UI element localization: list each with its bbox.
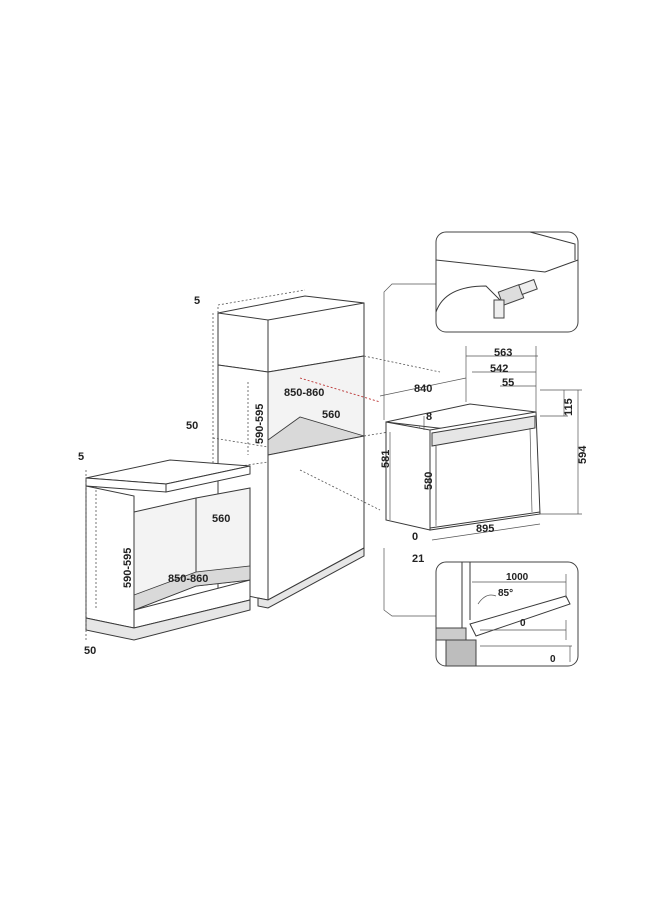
door-detail bbox=[435, 561, 579, 667]
dim-tall-cavity-height: 590-595 bbox=[254, 404, 266, 444]
dim-base-top-offset: 5 bbox=[78, 451, 84, 463]
dim-oven-panel-height: 115 bbox=[563, 398, 575, 416]
dim-door-gap-0b: 0 bbox=[550, 654, 556, 665]
dim-door-clearance: 1000 bbox=[506, 572, 529, 583]
dim-tall-cavity-width: 850-860 bbox=[284, 387, 324, 399]
dim-oven-side-height: 581 bbox=[380, 450, 392, 468]
dim-door-gap-0a: 0 bbox=[520, 618, 526, 629]
dim-tall-top-offset: 5 bbox=[194, 295, 200, 307]
base-cabinet bbox=[85, 459, 251, 641]
dim-base-cavity-width: 850-860 bbox=[168, 573, 208, 585]
dim-base-cavity-depth: 560 bbox=[212, 513, 230, 525]
dim-oven-total-height: 594 bbox=[577, 445, 589, 464]
dim-oven-depth-body: 542 bbox=[490, 363, 508, 375]
connection-detail bbox=[435, 231, 579, 333]
dim-tall-cavity-depth: 560 bbox=[322, 409, 340, 421]
tall-cabinet bbox=[212, 289, 441, 609]
dim-door-angle: 85° bbox=[498, 588, 513, 599]
dim-oven-top-depth: 840 bbox=[414, 383, 432, 395]
dim-tall-side-gap: 50 bbox=[186, 420, 198, 432]
dim-base-bottom-gap: 50 bbox=[84, 645, 96, 657]
dim-oven-offset-8: 8 bbox=[426, 411, 432, 423]
dim-oven-bottom-0: 0 bbox=[412, 531, 418, 543]
connection-detail-frame bbox=[435, 231, 579, 333]
dim-oven-depth-total: 563 bbox=[494, 347, 512, 359]
dim-oven-front-depth: 55 bbox=[502, 377, 514, 389]
dim-oven-width: 895 bbox=[476, 523, 494, 535]
oven bbox=[379, 283, 582, 617]
dim-base-cavity-height: 590-595 bbox=[122, 548, 134, 588]
dim-oven-bottom-21: 21 bbox=[412, 553, 424, 565]
dim-oven-front-height: 580 bbox=[423, 472, 435, 490]
